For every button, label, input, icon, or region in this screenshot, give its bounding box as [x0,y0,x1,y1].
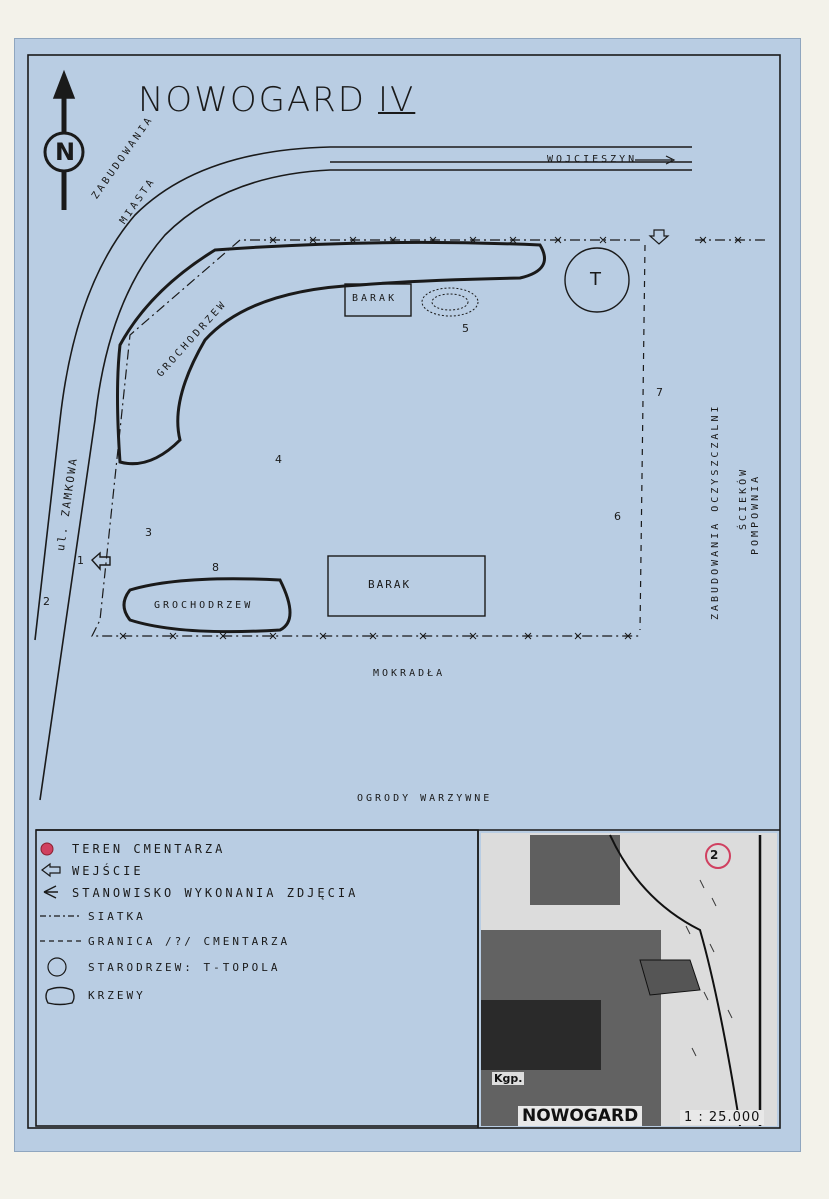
photo-point-8: 8 [212,561,219,574]
photo-point-4: 4 [275,453,282,466]
photo-point-1: 1 [77,554,84,567]
legend-item-starodrzew: STARODRZEW: T-TOPOLA [88,961,281,974]
shrub-icon [45,986,75,1006]
wojcieszyn-arrow-head [665,155,676,165]
red-dot-icon [40,842,54,856]
road-wojcieszyn-inner [39,169,692,801]
photo-point-3: 3 [145,526,152,539]
inset-scale: 1 : 25.000 [680,1110,765,1125]
legend-item-teren: TEREN CMENTARZA [72,842,226,856]
label-zabudowania-oczyszczalni: ZABUDOWANIA OCZYSZCZALNI [710,403,721,621]
label-tree-t: T [590,269,601,290]
shrub-top [116,240,546,466]
inset-map [481,833,777,1127]
entrance-arrow-top [648,229,670,245]
map-title: NOWOGARD IV [138,80,415,120]
shrub-texture [421,287,479,317]
map-title-number: IV [378,80,416,120]
road-wojcieszyn-outer [34,146,692,641]
inset-marker [705,843,731,869]
photo-point-6: 6 [614,510,621,523]
label-ogrody: OGRODY WARZYWNE [357,793,493,804]
label-sciekow: ŚCIEKÓW [738,466,749,530]
legend-item-wejscie: WEJŚCIE [72,864,144,878]
label-grochodrzew-bottom: GROCHODRZEW [154,600,254,611]
inset-caption: NOWOGARD [518,1106,643,1126]
inset-kgp-label: Kgp. [492,1072,525,1085]
inset-marker-label: 2 [710,848,719,862]
north-circle [43,131,85,173]
entrance-arrow-left [91,551,111,571]
shrub-bottom [122,577,292,634]
barak-large [327,555,486,617]
label-wojcieszyn: WOJCIESZYN [547,154,638,165]
photo-point-2: 2 [43,595,50,608]
camera-position-icon [43,885,58,899]
entrance-arrow-icon [41,862,61,878]
legend-item-granica: GRANICA /?/ CMENTARZA [88,935,291,948]
legend-item-siatka: SIATKA [88,910,146,923]
label-pompownia: POMPOWNIA [750,473,761,555]
north-label: N [55,138,76,166]
label-mokradla: MOKRADŁA [373,668,446,679]
map-title-name: NOWOGARD [138,80,366,120]
circle-icon [47,957,67,977]
legend-item-krzewy: KRZEWY [88,989,146,1002]
label-barak-small: BARAK [352,293,398,304]
fence-marks [119,236,742,640]
photo-point-5: 5 [462,322,469,335]
legend-box [35,829,479,1127]
fence-line [91,239,640,637]
topola-circle [564,247,630,313]
legend-item-stanowisko: STANOWISKO WYKONANIA ZDJĘCIA [72,886,359,900]
north-arrow-head [52,69,76,99]
label-barak-large: BARAK [368,578,412,591]
photo-point-7: 7 [656,386,663,399]
boundary-line [639,244,646,631]
barak-small [344,283,412,317]
map-frame [27,54,781,1129]
